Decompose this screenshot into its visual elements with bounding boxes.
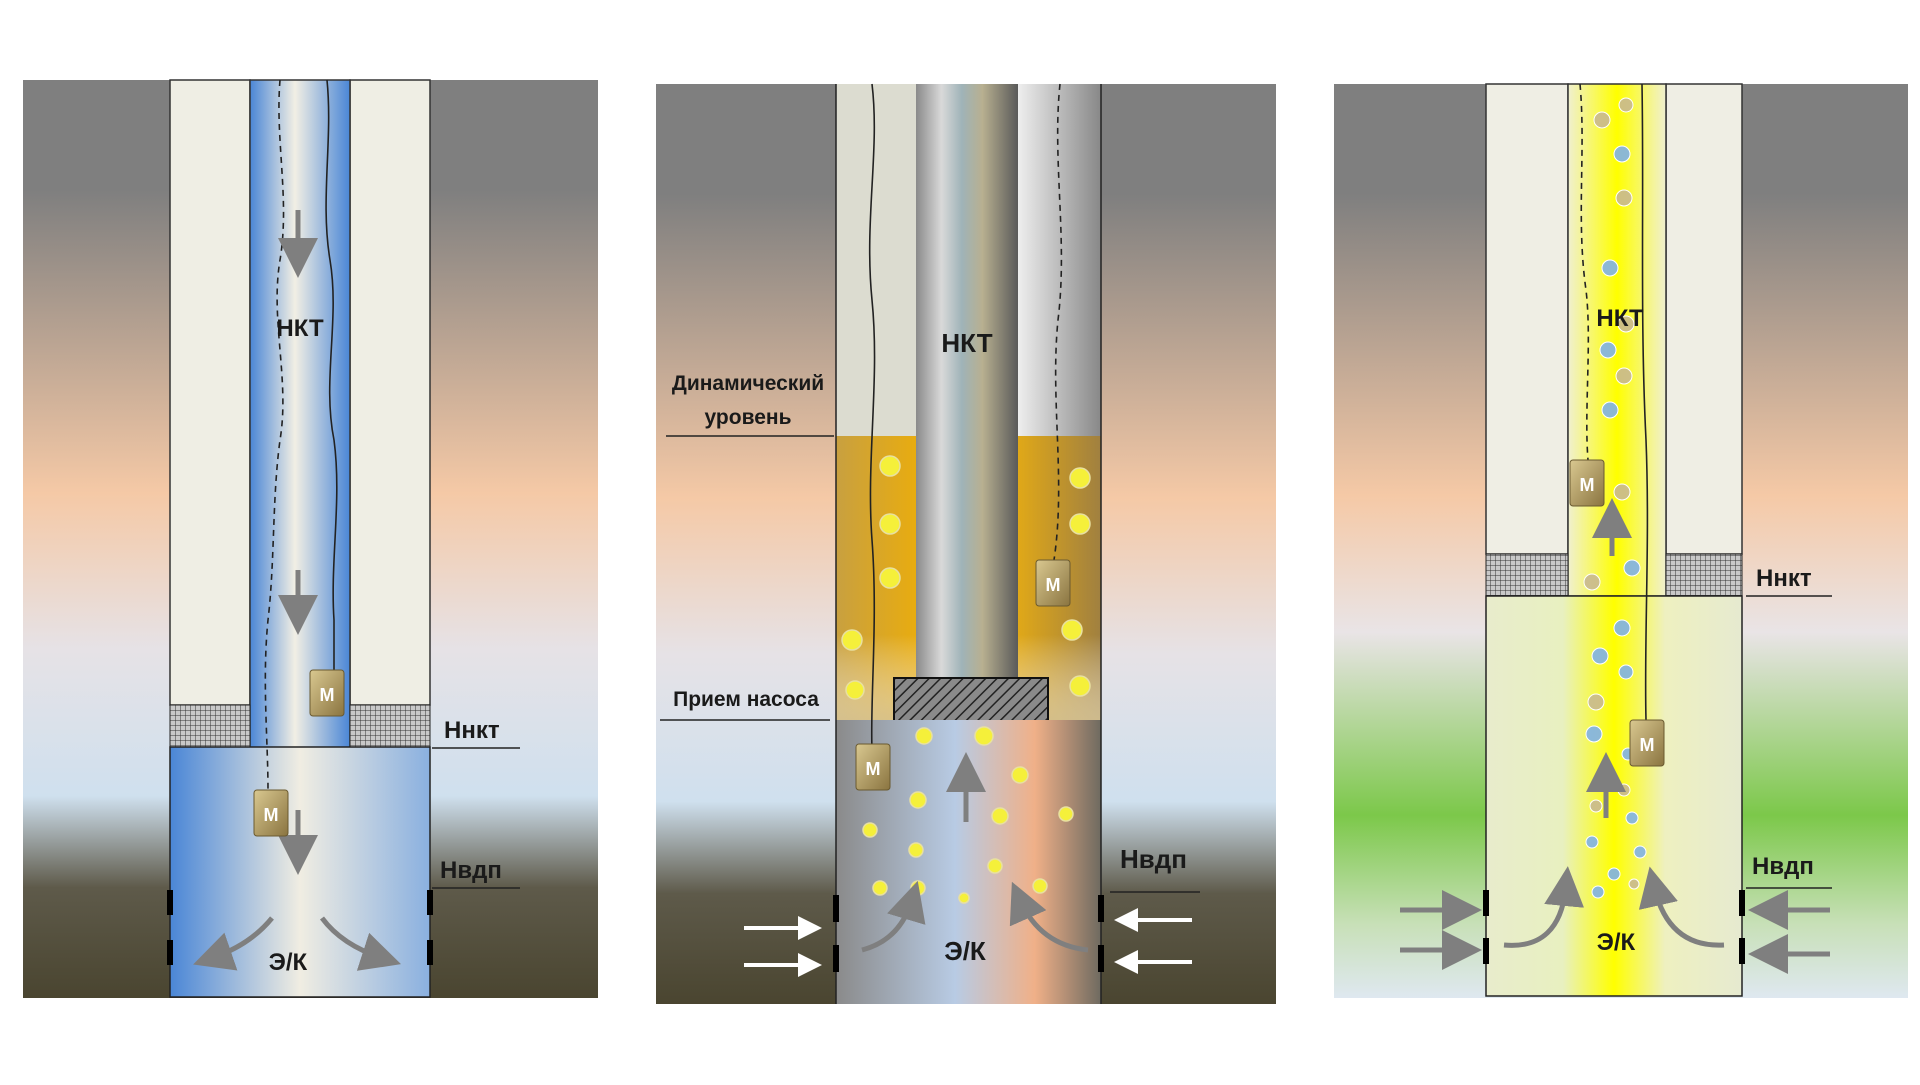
- flow-arrows: [193, 210, 402, 971]
- casing-label: Э/К: [944, 936, 986, 966]
- panel-injection-well: М М НКТ Ннкт Нвдп Э/К: [23, 79, 598, 998]
- gauge-casing-label: М: [1640, 735, 1655, 755]
- gauge-lower: М: [253, 789, 289, 837]
- packer-left: [169, 704, 251, 748]
- packer-depth-label: Ннкт: [444, 717, 500, 744]
- dynamic-level-label-2: уровень: [705, 406, 792, 429]
- cable-dashed: [1053, 83, 1063, 561]
- pump-intake-label: Прием насоса: [673, 688, 819, 711]
- inflow-arrows: [744, 908, 1192, 977]
- annulus-left: [1485, 83, 1569, 555]
- annulus-right: [1665, 83, 1743, 555]
- dynamic-level-label-1: Динамический: [672, 372, 824, 395]
- cable-solid: [868, 83, 876, 751]
- perforations: [1483, 890, 1745, 964]
- packer-right: [349, 704, 431, 748]
- gauge-annulus-label: М: [1046, 575, 1061, 595]
- flow-arrows: [1400, 498, 1830, 974]
- tubing-label: НКТ: [276, 315, 324, 342]
- perforations: [833, 895, 1104, 972]
- casing-label: Э/К: [269, 949, 308, 976]
- panel-gas-lift-well: М М НКТ Ннкт Нвдп Э/К: [1334, 83, 1908, 998]
- gauge-upper-label: М: [320, 685, 335, 705]
- tubing: [916, 84, 1018, 679]
- gauge-intake: М: [855, 743, 891, 791]
- gauge-annulus: М: [1035, 559, 1071, 607]
- perforation-depth-label: Нвдп: [1752, 853, 1814, 880]
- packer-depth-label: Ннкт: [1756, 565, 1812, 592]
- gas-bubbles: [841, 455, 1091, 904]
- perforations: [167, 890, 433, 965]
- gauge-casing: М: [1629, 719, 1665, 767]
- gauge-tubing-label: М: [1580, 475, 1595, 495]
- cable-dashed: [264, 79, 285, 791]
- gauge-lower-label: М: [264, 805, 279, 825]
- gauge-tubing: М: [1569, 459, 1605, 507]
- perforation-depth-label: Нвдп: [1120, 844, 1187, 874]
- tubing: [249, 79, 351, 749]
- annulus-right: [349, 79, 431, 706]
- packer-left: [1485, 553, 1569, 597]
- panel-production-well: М М НКТ Динамический уровень Прием насос…: [656, 83, 1276, 1004]
- cable-dashed: [1579, 83, 1590, 461]
- cable-solid: [325, 79, 338, 680]
- pump: [893, 677, 1049, 723]
- casing-label: Э/К: [1597, 929, 1636, 956]
- gauge-upper: М: [309, 669, 345, 717]
- gauge-intake-label: М: [866, 759, 881, 779]
- annulus-left: [169, 79, 251, 706]
- tubing-label: НКТ: [1596, 305, 1644, 332]
- casing: [1485, 595, 1743, 997]
- packer-right: [1665, 553, 1743, 597]
- annulus-right: [1018, 84, 1101, 436]
- perforation-depth-label: Нвдп: [440, 857, 502, 884]
- cable-solid: [1641, 83, 1649, 721]
- annulus-left: [836, 84, 916, 436]
- flow-arrows: [861, 752, 1089, 953]
- tubing-label: НКТ: [941, 328, 992, 358]
